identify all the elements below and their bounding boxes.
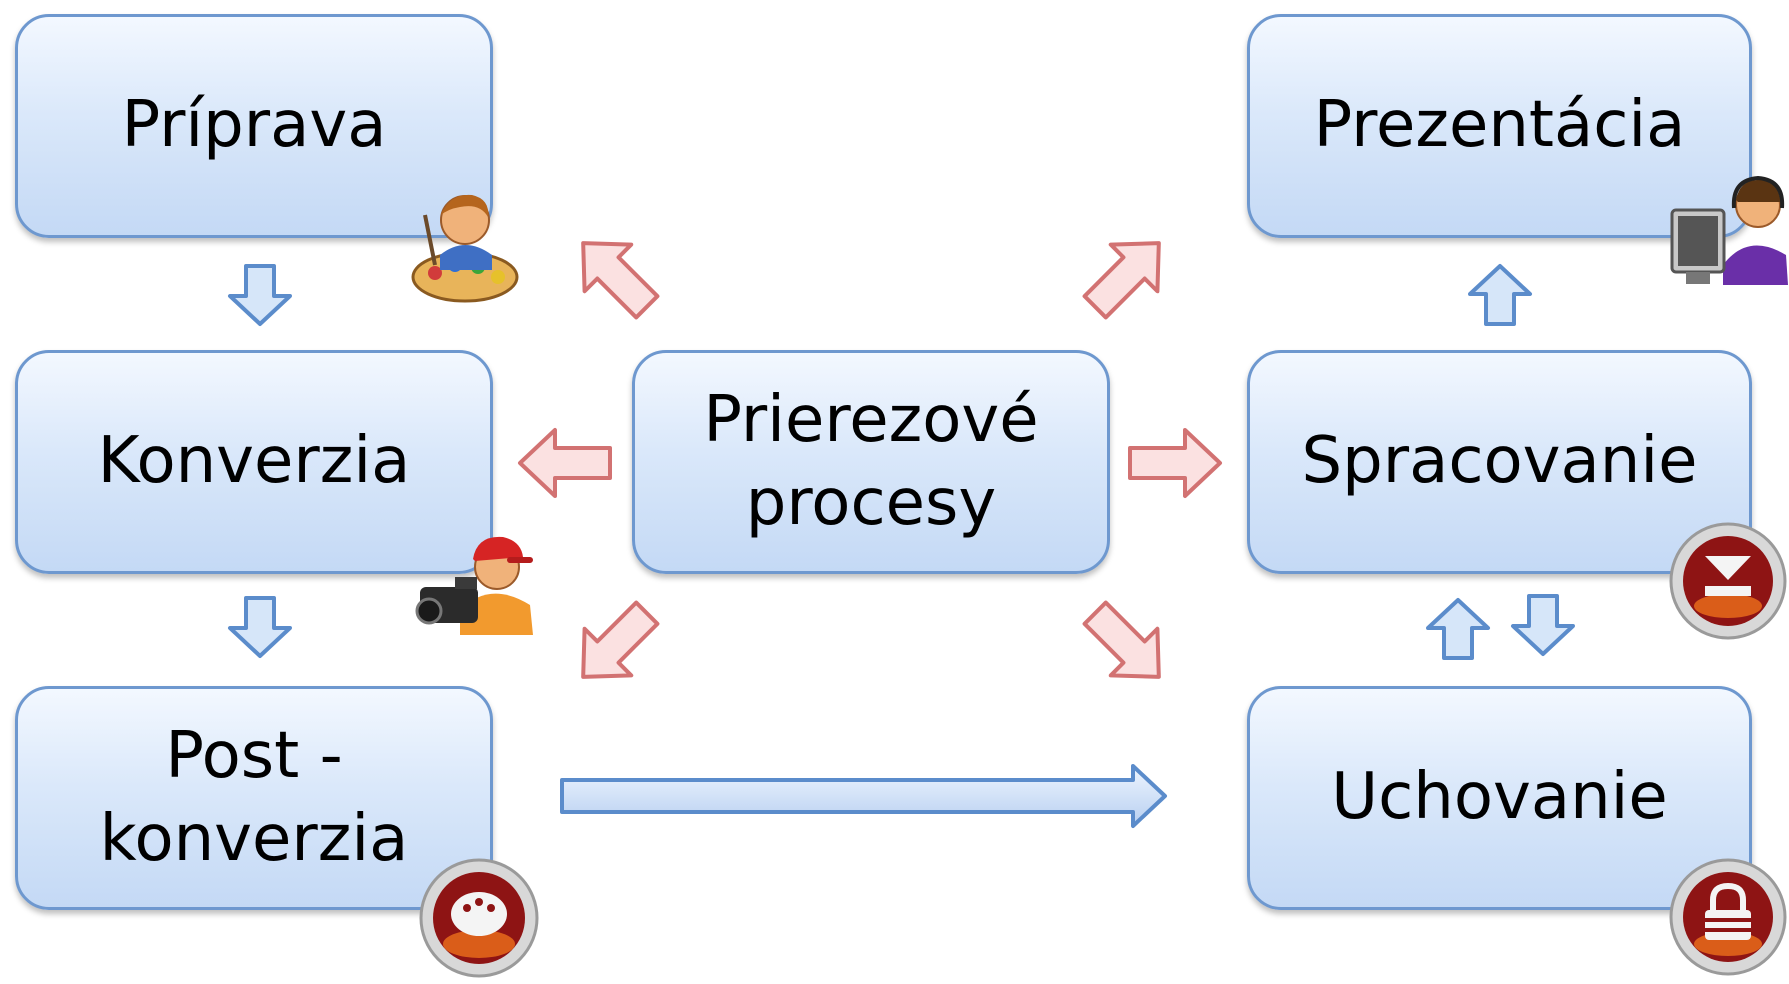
arrow-konverzia-to-post bbox=[228, 596, 292, 658]
box-spracovanie: Spracovanie bbox=[1247, 350, 1752, 574]
cameraman-icon bbox=[415, 515, 545, 644]
box-konverzia: Konverzia bbox=[15, 350, 493, 574]
arrow-center-to-spracovanie bbox=[1128, 428, 1222, 498]
arrow-center-to-prezentacia bbox=[1082, 241, 1161, 320]
lock-badge-icon bbox=[1667, 856, 1789, 982]
download-badge-icon bbox=[1667, 520, 1789, 646]
label-uchovanie: Uchovanie bbox=[1331, 760, 1668, 835]
box-prierezove-procesy: Prierezové procesy bbox=[632, 350, 1110, 574]
arrow-center-to-post bbox=[581, 600, 660, 679]
label-post-konverzia: Post - konverzia bbox=[100, 715, 409, 881]
arrow-spracovanie-to-uchovanie bbox=[1511, 594, 1575, 656]
label-post-line2: konverzia bbox=[99, 802, 409, 876]
arrow-post-to-uchovanie bbox=[560, 764, 1167, 828]
label-center: Prierezové procesy bbox=[703, 379, 1038, 545]
arrow-spracovanie-to-prezentacia bbox=[1468, 264, 1532, 326]
palette-badge-icon bbox=[417, 856, 541, 984]
label-prezentacia: Prezentácia bbox=[1313, 88, 1686, 163]
arrow-uchovanie-to-spracovanie bbox=[1426, 598, 1490, 660]
label-center-line2: procesy bbox=[745, 466, 997, 540]
box-uchovanie: Uchovanie bbox=[1247, 686, 1752, 910]
painter-icon bbox=[410, 185, 535, 309]
operator-at-computer-icon bbox=[1668, 160, 1789, 294]
label-spracovanie: Spracovanie bbox=[1301, 424, 1698, 499]
label-priprava: Príprava bbox=[121, 88, 387, 163]
box-prezentacia: Prezentácia bbox=[1247, 14, 1752, 238]
label-center-line1: Prierezové bbox=[703, 382, 1039, 457]
arrow-priprava-to-konverzia bbox=[228, 264, 292, 326]
arrow-center-to-uchovanie bbox=[1082, 600, 1161, 679]
label-post-line1: Post - bbox=[165, 718, 343, 793]
box-post-konverzia: Post - konverzia bbox=[15, 686, 493, 910]
label-konverzia: Konverzia bbox=[97, 424, 411, 499]
arrow-center-to-priprava bbox=[581, 241, 660, 320]
arrow-center-to-konverzia bbox=[518, 428, 612, 498]
box-priprava: Príprava bbox=[15, 14, 493, 238]
